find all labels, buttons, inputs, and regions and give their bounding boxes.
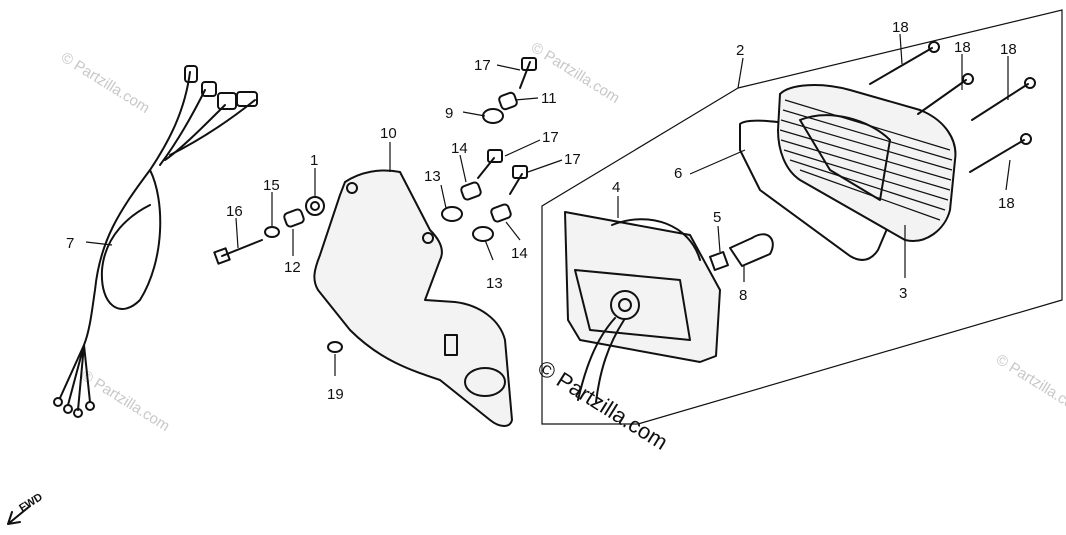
callout-18-a: 18 — [892, 19, 909, 36]
callout-18-b: 18 — [954, 39, 971, 56]
callout-13-upper: 13 — [424, 168, 441, 185]
callout-8: 8 — [739, 287, 747, 304]
lamp-base — [564, 211, 721, 403]
watermark-top-left: © Partzilla.com — [58, 49, 153, 117]
watermark-right: © Partzilla.com — [993, 351, 1066, 419]
callout-3: 3 — [899, 285, 907, 302]
grommet-19 — [327, 341, 343, 353]
mounting-hardware-left — [213, 196, 343, 353]
tail-lens — [777, 84, 957, 242]
callout-18-d: 18 — [998, 195, 1015, 212]
callout-17-lower: 17 — [564, 151, 581, 168]
watermark-bottom-left: © Partzilla.com — [78, 367, 173, 435]
callout-15: 15 — [263, 177, 280, 194]
wire-harness — [53, 65, 258, 418]
lens-screws — [869, 41, 1036, 173]
leader-lines — [85, 33, 1011, 376]
callout-14-lower: 14 — [511, 245, 528, 262]
callout-16: 16 — [226, 203, 243, 220]
assembly-outline-box — [541, 9, 1063, 425]
callout-19: 19 — [327, 386, 344, 403]
callout-4: 4 — [612, 179, 620, 196]
fwd-label: FWD — [17, 491, 45, 514]
forward-arrow: FWD — [7, 491, 45, 525]
callout-17-top: 17 — [474, 57, 491, 74]
bulb-and-socket — [709, 233, 774, 271]
callout-6: 6 — [674, 165, 682, 182]
light-bracket-cover — [313, 169, 513, 427]
callout-11: 11 — [541, 90, 557, 107]
callout-labels: 2 1 3 4 5 6 7 8 9 10 11 12 13 13 14 14 1… — [66, 19, 1017, 403]
callout-10: 10 — [380, 125, 397, 142]
callout-18-c: 18 — [1000, 41, 1017, 58]
callout-9: 9 — [445, 105, 453, 122]
callout-17-middle: 17 — [542, 129, 559, 146]
mounting-hardware-center — [441, 57, 537, 242]
callout-7: 7 — [66, 235, 74, 252]
callout-14-upper: 14 — [451, 140, 468, 157]
callout-12: 12 — [284, 259, 301, 276]
callout-13-lower: 13 — [486, 275, 503, 292]
callout-1: 1 — [310, 152, 318, 169]
callout-5: 5 — [713, 209, 721, 226]
callout-2: 2 — [736, 42, 744, 59]
